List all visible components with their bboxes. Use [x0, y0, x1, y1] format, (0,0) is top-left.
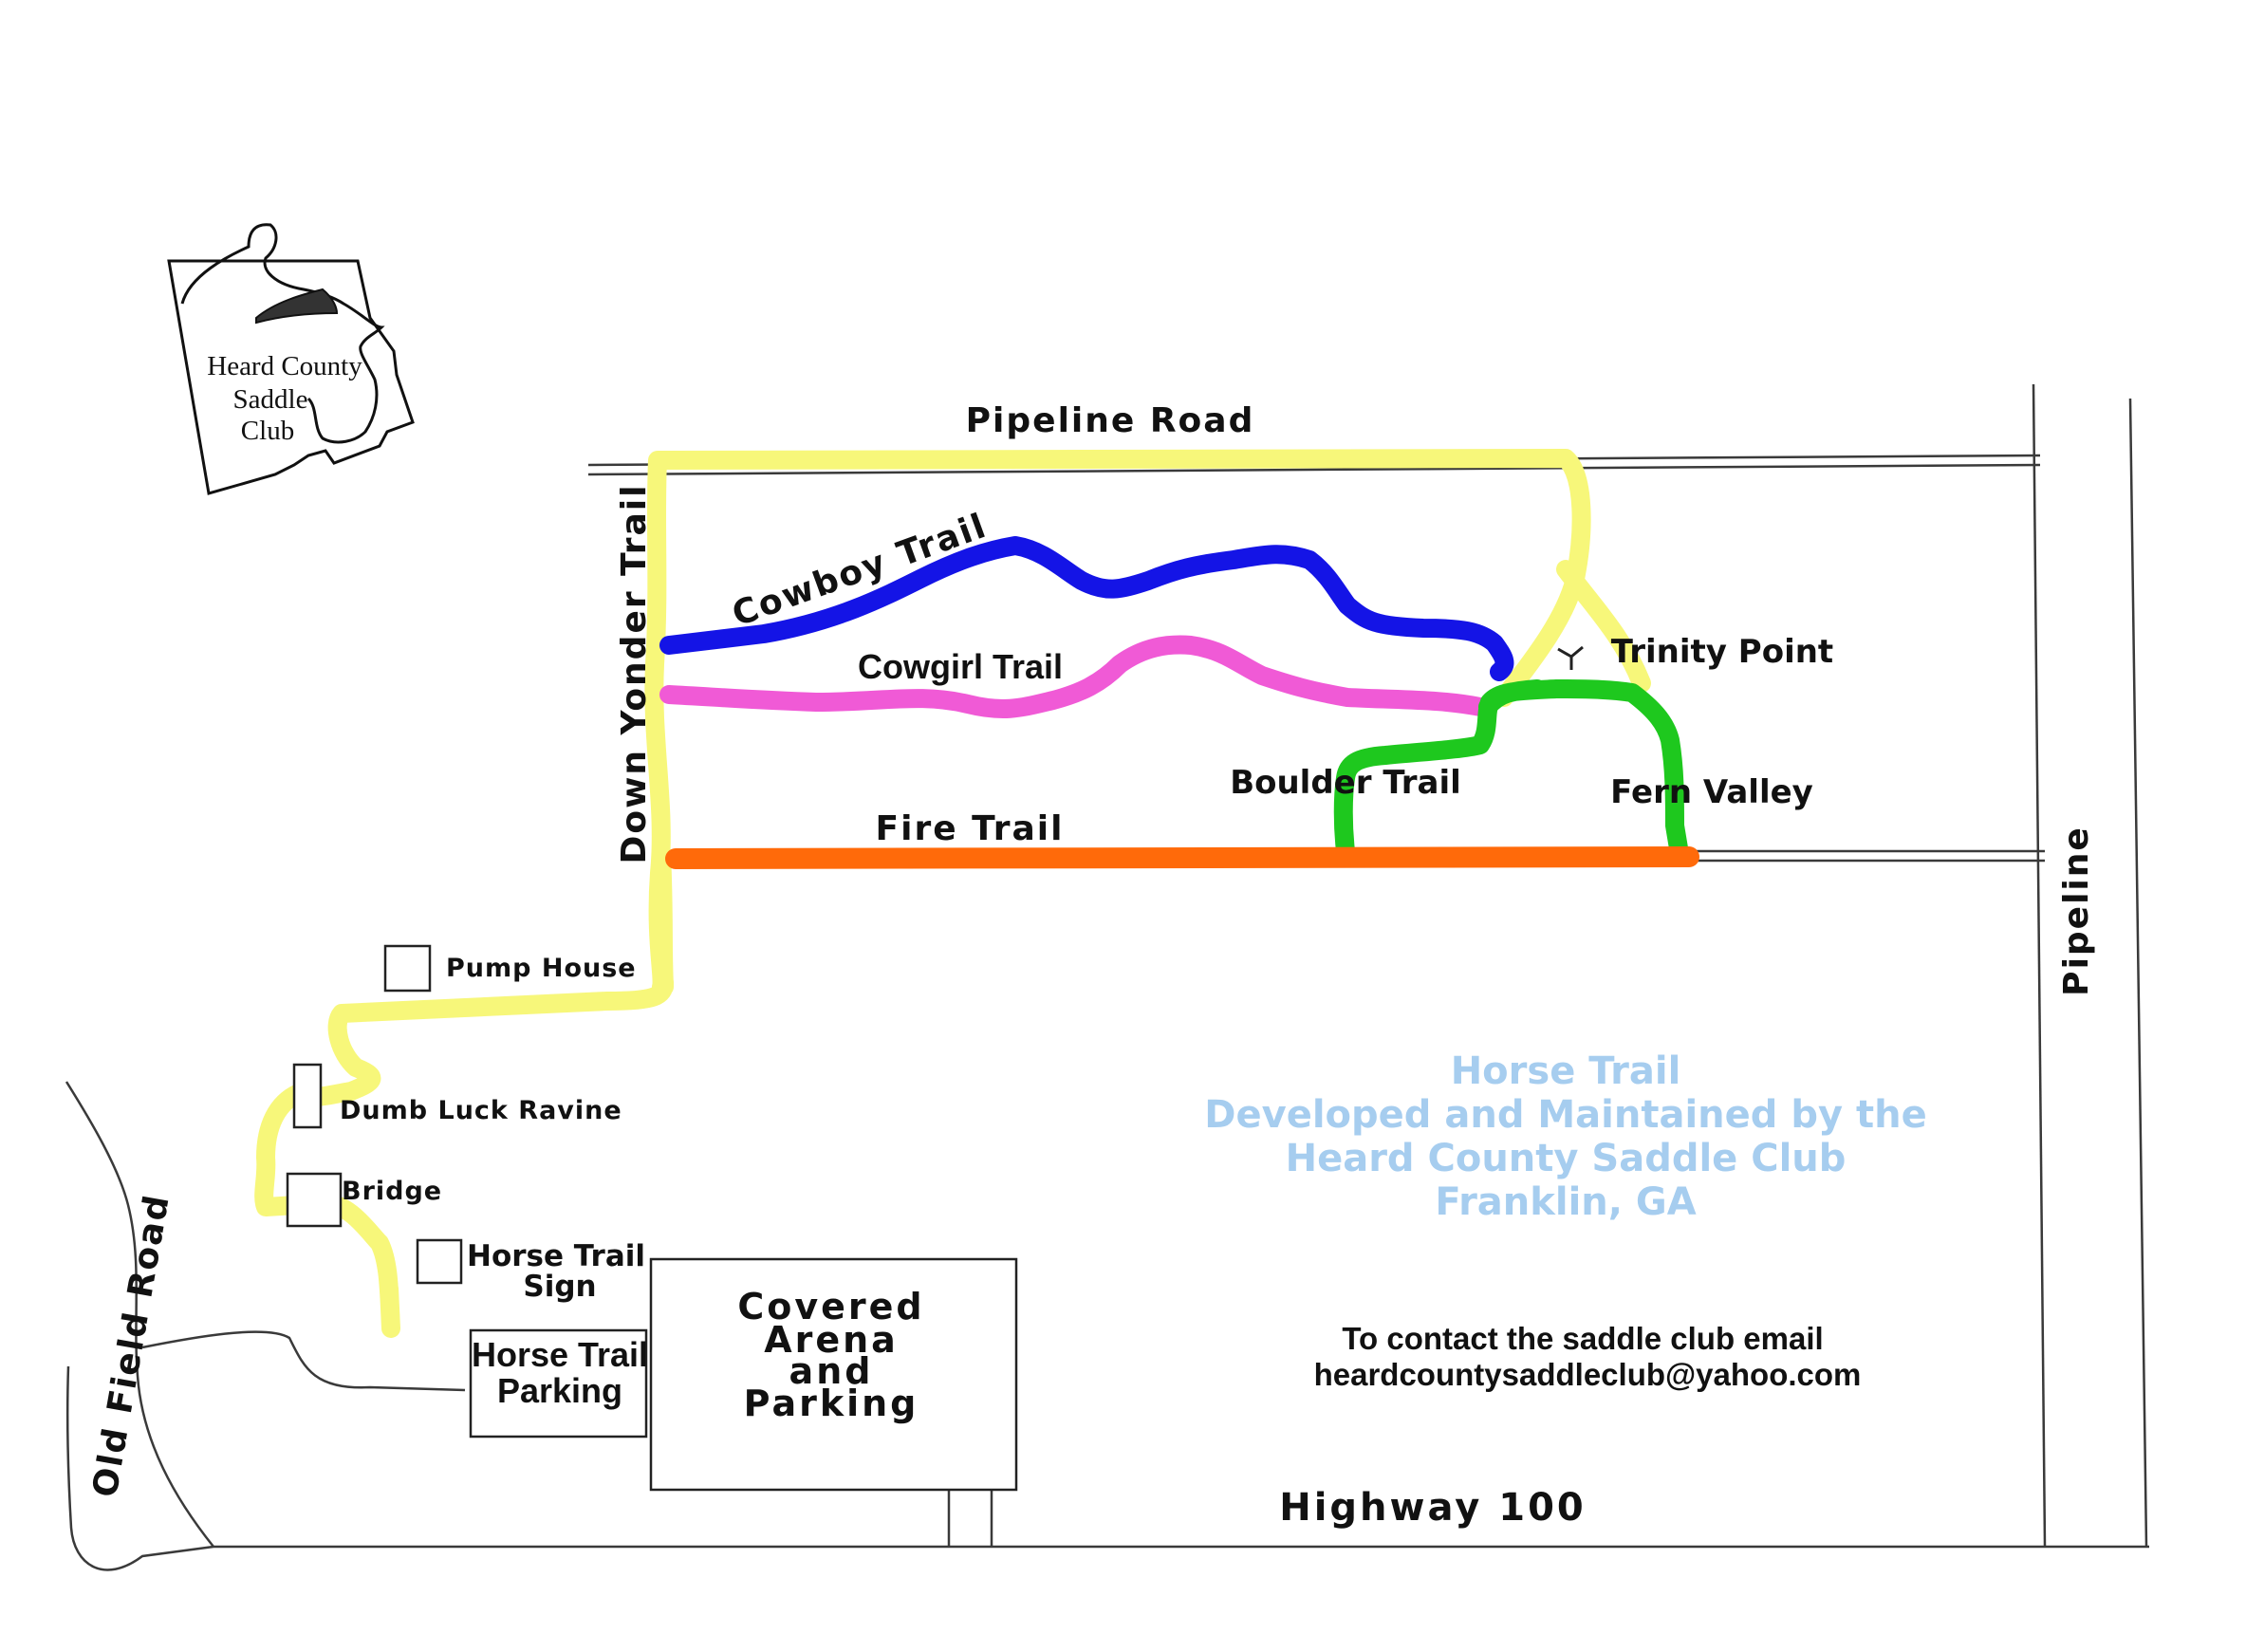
arena-label-1: Covered — [737, 1286, 924, 1327]
info-line-3: Heard County Saddle Club — [1286, 1137, 1847, 1180]
contact-email[interactable]: heardcountysaddleclub@yahoo.com — [1314, 1357, 1862, 1392]
horse-trail-parking-box — [469, 1328, 648, 1439]
boulder-trail-label: Boulder Trail — [1230, 764, 1461, 802]
covered-arena-box — [649, 1257, 1018, 1492]
arena-label-3: and — [789, 1350, 874, 1392]
logo-horse-icon — [180, 223, 385, 444]
driveway-line — [141, 1330, 466, 1392]
arena-label-2: Arena — [764, 1319, 899, 1361]
logo-line-2: Saddle — [233, 384, 308, 415]
old-field-road-curve-right — [65, 1081, 214, 1548]
pipeline-label: Pipeline — [2057, 826, 2096, 996]
horse-trail-sign-box — [416, 1238, 463, 1285]
cowboy-trail-path — [659, 536, 1514, 681]
trinity-point-label: Trinity Point — [1611, 633, 1833, 671]
road-lines — [65, 383, 2149, 1571]
horse-trail-sign-label-1: Horse Trail — [467, 1239, 645, 1273]
bridge-box — [286, 1172, 343, 1228]
dumb-luck-ravine-box — [292, 1063, 323, 1129]
old-field-road-curve-left — [65, 1365, 214, 1571]
fire-trail-path — [665, 846, 1699, 869]
logo-line-3: Club — [241, 416, 294, 446]
horse-trail-parking-label-2: Parking — [497, 1371, 622, 1410]
boulder-fern-trail-path — [1333, 679, 1689, 863]
pump-house-box — [383, 944, 432, 993]
bridge-label: Bridge — [342, 1177, 442, 1206]
pump-house-label: Pump House — [446, 954, 637, 983]
info-line-2: Developed and Maintained by the — [1204, 1093, 1926, 1137]
dumb-luck-ravine-label: Dumb Luck Ravine — [340, 1096, 622, 1125]
highway-label: Highway 100 — [1279, 1486, 1587, 1530]
contact-line-1: To contact the saddle club email — [1342, 1321, 1823, 1356]
pipeline-road-line-2 — [587, 463, 2041, 476]
trails — [254, 449, 1699, 1338]
fire-trail-label: Fire Trail — [876, 809, 1065, 848]
pipeline-line-left — [2032, 383, 2047, 1548]
landmark-boxes — [286, 944, 1018, 1492]
horse-trail-parking-label-1: Horse Trail — [472, 1335, 648, 1374]
horse-trail-sign-label-2: Sign — [523, 1270, 596, 1304]
down-yonder-trail-label: Down Yonder Trail — [615, 484, 654, 864]
down-yonder-trail-path — [254, 449, 1651, 1338]
club-logo: Heard County Saddle Club — [167, 223, 415, 495]
cowgirl-trail-path — [659, 635, 1490, 718]
pipeline-road-label: Pipeline Road — [966, 401, 1255, 440]
info-line-4: Franklin, GA — [1435, 1180, 1696, 1224]
info-line-1: Horse Trail — [1451, 1049, 1681, 1093]
fern-valley-label: Fern Valley — [1610, 773, 1813, 811]
logo-saddle-icon — [255, 288, 339, 325]
old-field-road-label: Old Field Road — [85, 1191, 177, 1500]
trinity-point-icon — [1557, 645, 1584, 670]
cowgirl-trail-label: Cowgirl Trail — [858, 647, 1063, 686]
arena-label-4: Parking — [744, 1383, 919, 1424]
logo-line-1: Heard County — [207, 351, 362, 381]
pipeline-line-right — [2128, 398, 2148, 1548]
